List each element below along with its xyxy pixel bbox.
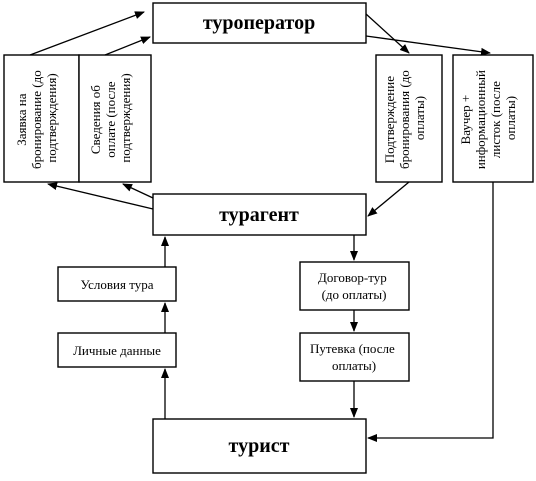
payment-info-box: Сведения об оплате (после подтверждения): [78, 54, 152, 183]
arrow-agent-to-request: [47, 182, 154, 210]
contract-label: Договор-тур (до оплаты): [318, 270, 390, 302]
voucher-label: Ваучер + информационный листок (после оп…: [458, 67, 518, 169]
request-box: Заявка на бронирование (до подтверждения…: [3, 54, 80, 183]
confirmation-box: Подтверждение бронирования (до оплаты): [375, 54, 443, 183]
agent-box: турагент: [152, 193, 367, 236]
arrow-operator-to-voucher: [365, 35, 491, 56]
arrow-operator-to-confirmation: [365, 13, 410, 54]
personal-data-label: Личные данные: [73, 343, 161, 358]
payment-info-label: Сведения об оплате (после подтверждения): [88, 73, 133, 162]
arrow-payment-to-operator: [104, 36, 151, 56]
arrow-voucher-to-tourist: [367, 182, 494, 442]
request-label: Заявка на бронирование (до подтверждения…: [14, 67, 59, 169]
voucher-ticket-label: Путевка (после оплаты): [310, 341, 398, 373]
personal-data-box: Личные данные: [57, 332, 177, 368]
confirmation-label: Подтверждение бронирования (до оплаты): [382, 67, 427, 169]
voucher-ticket-box: Путевка (после оплаты): [299, 332, 410, 382]
tourist-label: турист: [229, 435, 290, 457]
arrow-request-to-operator: [29, 11, 145, 56]
agent-label: турагент: [219, 204, 299, 226]
operator-label: туроператор: [203, 12, 315, 34]
arrow-agent-to-payment-info: [122, 183, 154, 199]
tourist-box: турист: [152, 418, 367, 474]
tour-terms-label: Условия тура: [80, 277, 153, 292]
contract-box: Договор-тур (до оплаты): [299, 261, 410, 311]
voucher-box: Ваучер + информационный листок (после оп…: [452, 54, 534, 183]
tour-terms-box: Условия тура: [57, 266, 177, 302]
operator-box: туроператор: [152, 2, 367, 44]
arrow-confirmation-to-agent: [367, 181, 410, 217]
